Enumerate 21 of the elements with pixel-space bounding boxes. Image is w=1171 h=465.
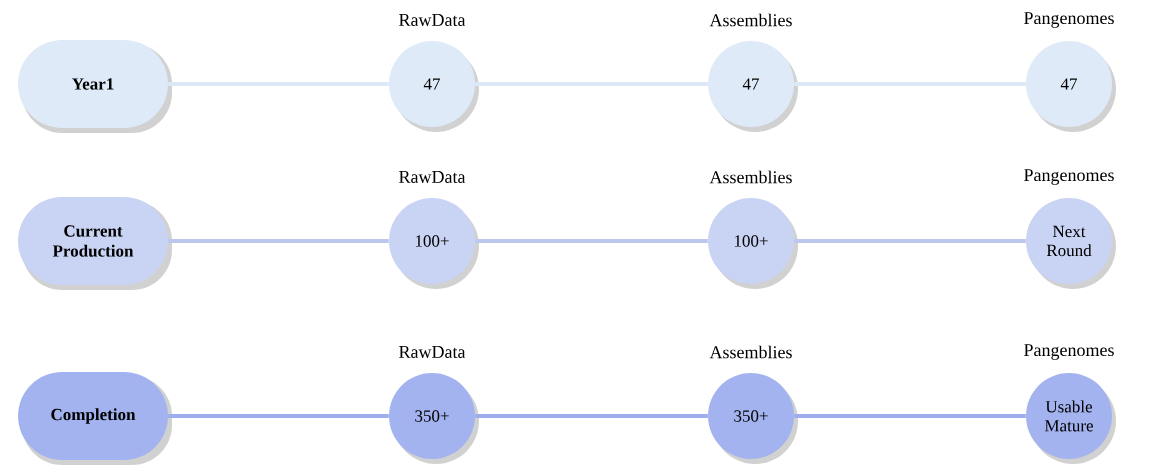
column-heading: Pangenomes bbox=[1024, 12, 1114, 28]
connector-line bbox=[168, 414, 389, 418]
column-heading: RawData bbox=[399, 346, 466, 358]
column-heading: Assemblies bbox=[709, 345, 792, 359]
column-heading: Assemblies bbox=[709, 13, 792, 27]
column-heading: Assemblies bbox=[709, 170, 792, 184]
connector-line bbox=[475, 414, 708, 418]
column-heading: RawData bbox=[399, 171, 466, 183]
connector-line bbox=[168, 82, 389, 86]
column-heading: Pangenomes bbox=[1024, 344, 1114, 360]
stage-pill: Year1 bbox=[18, 40, 172, 133]
connector-line bbox=[168, 239, 389, 243]
connector-line bbox=[794, 82, 1026, 86]
column-heading: RawData bbox=[399, 14, 466, 26]
stage-pill: Completion bbox=[18, 372, 172, 465]
stage-pill: Current Production bbox=[18, 197, 172, 290]
connector-line bbox=[794, 414, 1026, 418]
connector-line bbox=[475, 82, 708, 86]
connector-line bbox=[475, 239, 708, 243]
connector-line bbox=[794, 239, 1026, 243]
column-heading: Pangenomes bbox=[1024, 169, 1114, 185]
